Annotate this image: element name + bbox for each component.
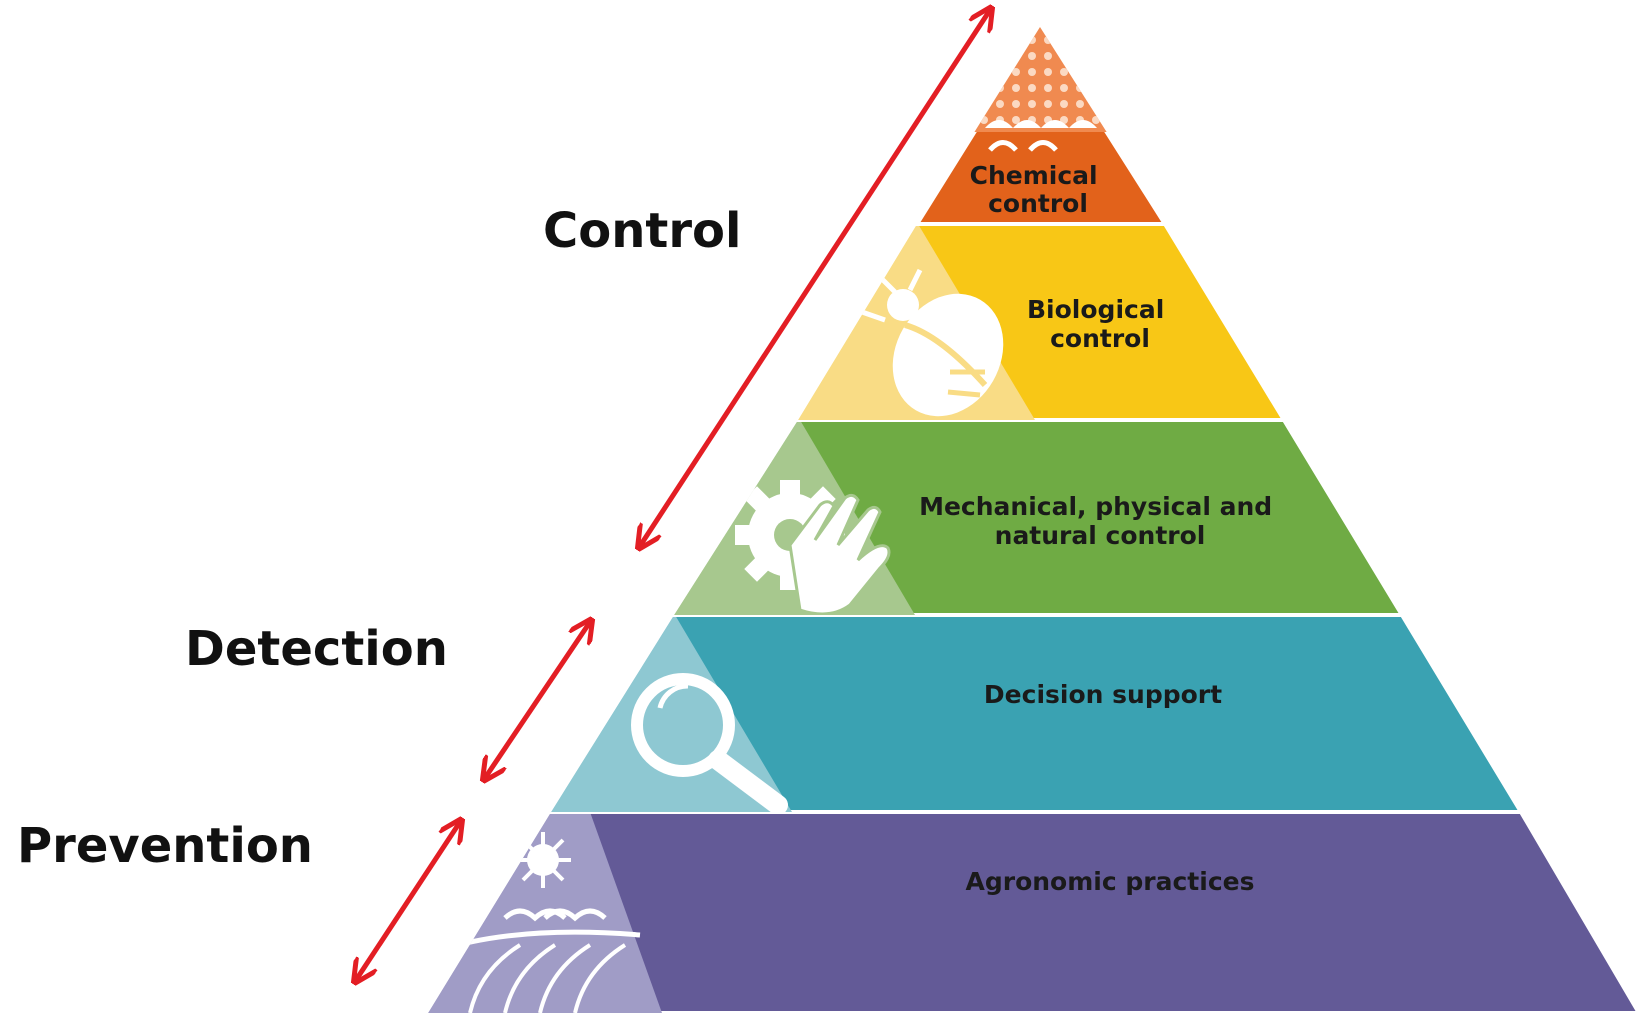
layer-label-mechanical-line-2: natural control xyxy=(995,521,1206,550)
layer-label-chemical: Chemical control xyxy=(970,161,1107,218)
layer-label-chemical-line-1: Chemical xyxy=(970,161,1098,190)
layer-label-agronomic-line-1: Agronomic practices xyxy=(966,867,1255,896)
magnifier-icon xyxy=(551,615,792,812)
layer-decision-support: Decision support xyxy=(547,613,1525,814)
category-label-control: Control xyxy=(543,203,741,259)
layer-label-chemical-line-2: control xyxy=(988,189,1088,218)
layer-label-biological: Biological control xyxy=(1027,295,1173,353)
layer-label-decision-line-1: Decision support xyxy=(984,680,1222,709)
control-range-arrow xyxy=(640,10,990,546)
layer-biological-control: Biological control xyxy=(794,222,1288,422)
prevention-range-arrow xyxy=(356,822,460,980)
layer-label-mechanical-line-1: Mechanical, physical and xyxy=(919,492,1272,521)
layer-chemical-control: Chemical control xyxy=(913,23,1169,226)
layer-label-biological-line-1: Biological xyxy=(1027,295,1164,324)
layer-agronomic-practices: Agronomic practices xyxy=(425,810,1639,1013)
layer-mechanical-control: Mechanical, physical and natural control xyxy=(670,418,1406,617)
layer-label-agronomic: Agronomic practices xyxy=(966,867,1255,896)
detection-range-arrow xyxy=(485,622,590,778)
layer-label-decision: Decision support xyxy=(984,680,1222,709)
layer-label-biological-line-2: control xyxy=(1050,324,1150,353)
category-label-prevention: Prevention xyxy=(17,818,313,874)
category-label-detection: Detection xyxy=(185,621,448,677)
sun-field-icon xyxy=(428,812,662,1013)
